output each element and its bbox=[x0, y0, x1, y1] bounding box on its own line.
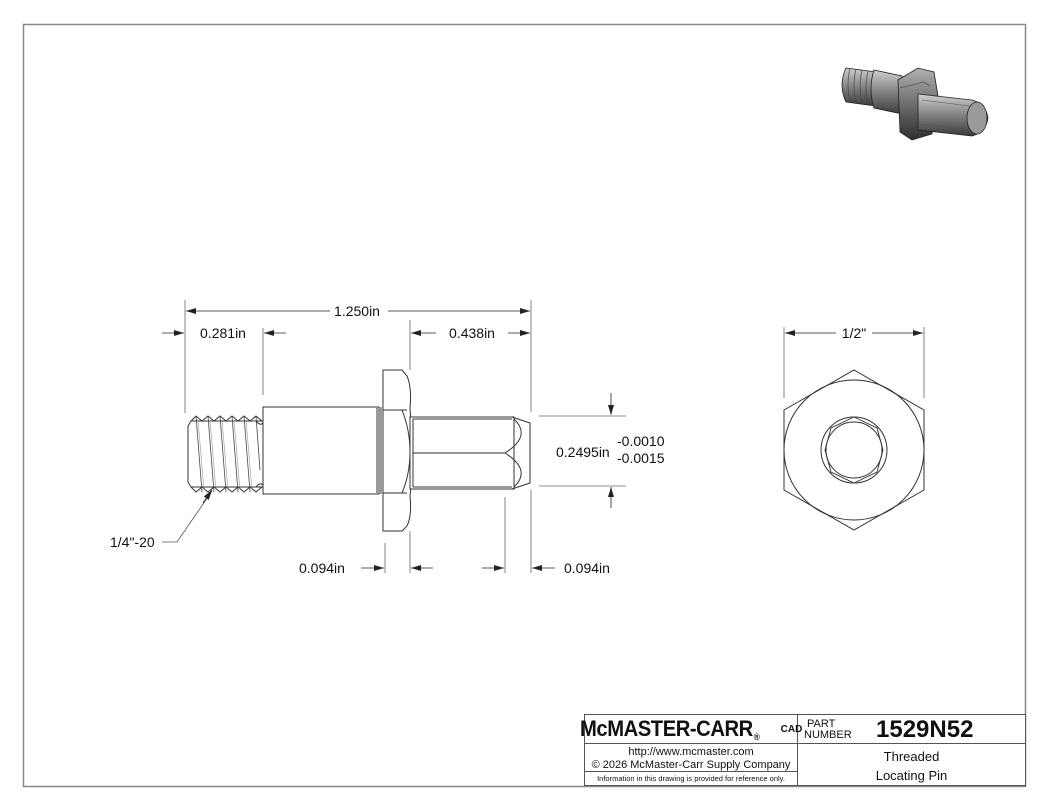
dim-pin-tol-lower: -0.0015 bbox=[617, 450, 665, 466]
website-url: http://www.mcmaster.com bbox=[628, 746, 754, 758]
dim-pin-length: 0.438in bbox=[449, 325, 495, 341]
end-flange-circle bbox=[783, 379, 925, 521]
dim-overall-length: 1.250in bbox=[334, 303, 380, 319]
dim-thread-length: 0.281in bbox=[200, 325, 246, 341]
shank bbox=[262, 406, 380, 495]
dim-flange-width: 0.094in bbox=[299, 560, 345, 576]
dim-pin-tol-upper: -0.0010 bbox=[617, 433, 665, 449]
side-view bbox=[187, 369, 531, 532]
dim-hex-across-flats: 1/2" bbox=[842, 325, 866, 341]
mcmaster-logo: McMASTER-CARR® bbox=[579, 716, 760, 742]
dim-chamfer-length: 0.094in bbox=[564, 560, 610, 576]
sheet-border bbox=[22, 23, 1027, 788]
thread-section bbox=[187, 415, 265, 493]
disclaimer: Information in this drawing is provided … bbox=[585, 772, 798, 786]
logo-cell: McMASTER-CARR® CAD bbox=[580, 715, 802, 744]
end-view-dimensions bbox=[783, 327, 925, 398]
iso-thread bbox=[841, 67, 877, 107]
part-description: Threaded Locating Pin bbox=[875, 749, 948, 783]
end-view bbox=[783, 369, 925, 531]
hex-flange bbox=[382, 369, 412, 532]
company-info: http://www.mcmaster.com © 2026 McMaster-… bbox=[585, 744, 798, 772]
pin bbox=[409, 416, 531, 490]
part-number: 1529N52 bbox=[856, 715, 1025, 744]
side-view-dimensions bbox=[162, 300, 626, 573]
end-hex bbox=[783, 369, 925, 531]
part-number-label: PART NUMBER bbox=[804, 718, 852, 741]
copyright: © 2026 McMaster-Carr Supply Company bbox=[591, 759, 791, 771]
thread-callout: 1/4"-20 bbox=[110, 534, 155, 550]
cad-label: CAD bbox=[780, 723, 803, 735]
title-block: McMASTER-CARR® CAD PART NUMBER 1529N52 h… bbox=[580, 714, 1026, 786]
iso-view bbox=[841, 67, 989, 141]
dim-pin-diameter: 0.2495in bbox=[556, 444, 610, 460]
